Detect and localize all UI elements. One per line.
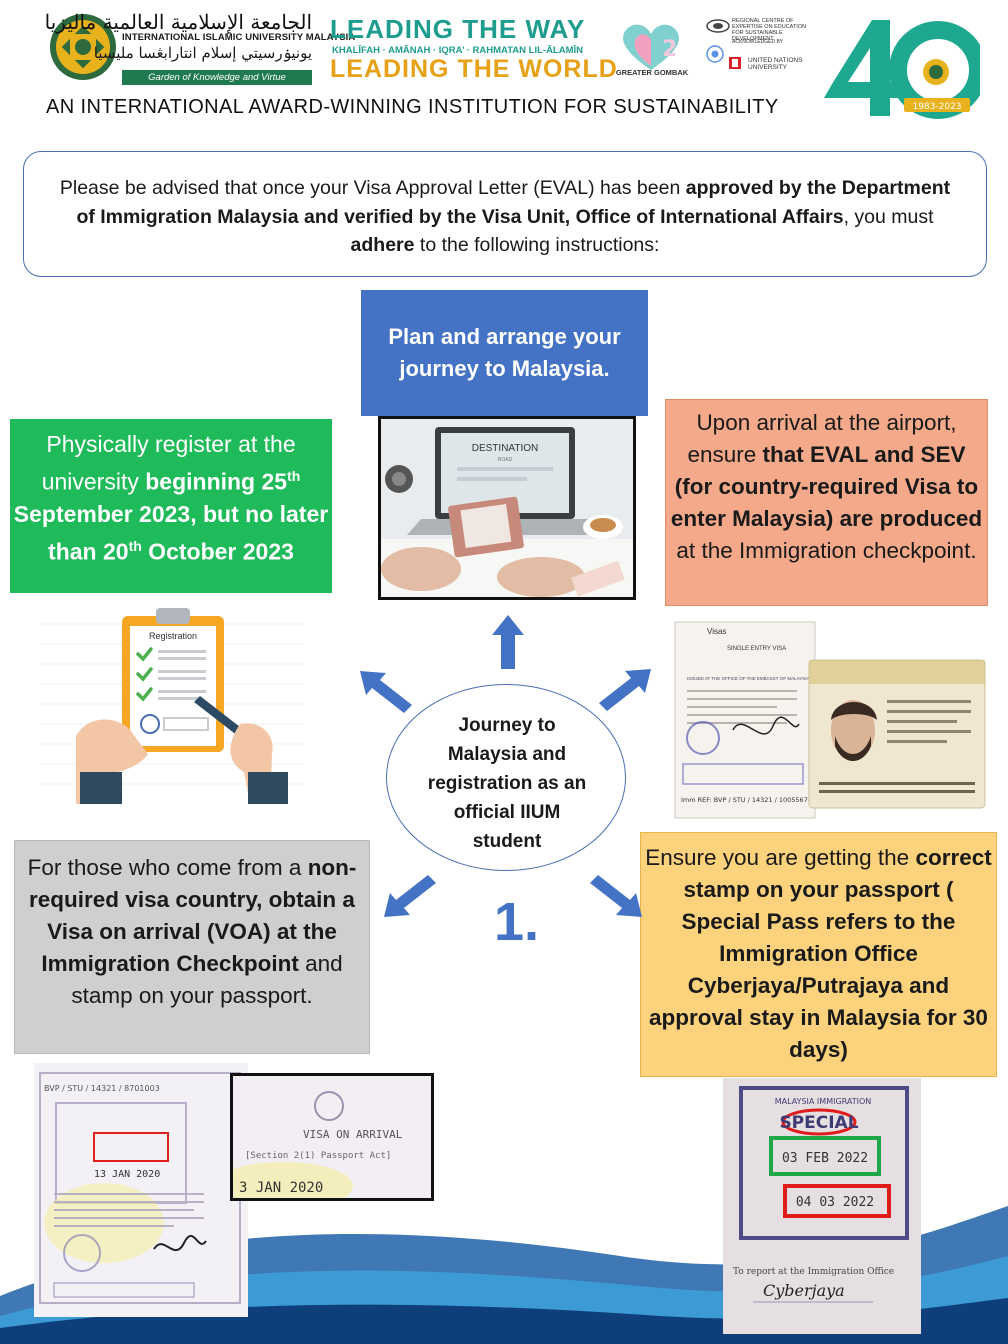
destination-label: DESTINATION xyxy=(472,443,538,454)
step-arrival-box: Upon arrival at the airport, ensure that… xyxy=(665,399,988,606)
voa-ref: BVP / STU / 14321 / 8701003 xyxy=(44,1084,160,1093)
intro-text-3: to the following instructions: xyxy=(414,234,660,256)
stamp-bold: correct stamp on your passport ( Special… xyxy=(649,845,992,1062)
register-bold-1: beginning 25 xyxy=(145,468,288,495)
university-motto: Garden of Knowledge and Virtue xyxy=(122,70,312,85)
greater-gombak-heart-icon: 2 xyxy=(623,24,679,71)
registration-clipboard-illustration: Registration xyxy=(40,604,303,804)
arrival-text-1: Upon arrival at the airport, ensure xyxy=(687,410,957,467)
intro-notice-box: Please be advised that once your Visa Ap… xyxy=(23,151,987,277)
iium-crest-logo xyxy=(50,14,116,80)
registration-label: Registration xyxy=(149,631,197,641)
intro-bold-1: approved by the Department of Immigratio… xyxy=(76,177,951,228)
voa-stamp-photo: BVP / STU / 14321 / 8701003 13 JAN 2020 xyxy=(34,1063,248,1317)
institution-tagline: AN INTERNATIONAL AWARD-WINNING INSTITUTI… xyxy=(46,96,779,118)
voa-text-2: and stamp on your passport. xyxy=(71,951,343,1008)
special-header: MALAYSIA IMMIGRATION xyxy=(775,1097,872,1106)
register-bold-3: October 2023 xyxy=(141,538,294,565)
university-arabic-name: الجامعة الإسلامية العالمية ماليزيا xyxy=(44,10,312,34)
arrow-up-right-icon xyxy=(599,669,651,711)
visa-passport-photo: Visas SINGLE ENTRY VISA ISSUED AT THE OF… xyxy=(673,620,988,820)
register-text: Physically register at the university xyxy=(41,431,296,495)
arrow-up-icon xyxy=(492,615,524,669)
voa-zoom-section: [Section 2(1) Passport Act] xyxy=(245,1151,391,1161)
voa-stamp-zoom: VISA ON ARRIVAL [Section 2(1) Passport A… xyxy=(230,1073,434,1201)
step-register-box: Physically register at the university be… xyxy=(10,419,332,593)
voa-text-1: For those who come from a xyxy=(27,855,308,880)
visa-issuer: ISSUED AT THE OFFICE OF THE EMBASSY OF M… xyxy=(687,676,842,681)
special-date: 03 FEB 2022 xyxy=(782,1151,868,1166)
rce-label: REGIONAL CENTRE OF EXPERTISE ON EDUCATIO… xyxy=(732,18,807,42)
arrow-up-left-icon xyxy=(360,671,412,713)
visa-title: SINGLE ENTRY VISA xyxy=(727,646,786,652)
step-number: 1. xyxy=(494,892,540,952)
slogan-values: KHALĪFAH · AMĀNAH · IQRA’ · RAHMATAN LIL… xyxy=(332,45,584,56)
special-report: To report at the Immigration Office xyxy=(733,1267,894,1277)
center-title: Journey to Malaysia and registration as … xyxy=(427,715,587,852)
slogan-leading-the-world: LEADING THE WORLD xyxy=(330,55,618,83)
anniversary-years: 1983-2023 xyxy=(912,102,961,112)
register-sup-1: th xyxy=(287,468,301,484)
visa-header: Visas xyxy=(707,627,726,636)
university-jawi-name: يونيۏرسيتي إسلام انتارابڠسا مليسيا xyxy=(93,44,312,62)
arrival-text-2: at the Immigration checkpoint. xyxy=(676,538,977,563)
intro-bold-2: adhere xyxy=(350,234,415,256)
special-word: SPECIAL xyxy=(779,1113,858,1133)
unu-icon xyxy=(729,57,741,69)
united-nations-icon xyxy=(706,45,724,63)
acknowledged-by-label: ACKNOWLEDGED BY xyxy=(732,39,784,45)
university-name: INTERNATIONAL ISLAMIC UNIVERSITY MALAYSI… xyxy=(122,32,356,43)
arrival-bold: that EVAL and SEV (for country-required … xyxy=(670,442,983,531)
intro-text-2: , you must xyxy=(843,205,934,228)
step-correct-stamp-box: Ensure you are getting the correct stamp… xyxy=(640,832,997,1077)
special-city: Cyberjaya xyxy=(763,1281,845,1300)
step-plan-text: Plan and arrange your journey to Malaysi… xyxy=(388,324,621,381)
greater-gombak-label: GREATER GOMBAK xyxy=(615,68,689,77)
voa-date: 13 JAN 2020 xyxy=(94,1169,160,1180)
register-sup-2: th xyxy=(128,537,142,554)
voa-bold: non-required visa country, obtain a Visa… xyxy=(29,855,357,976)
rce-icon xyxy=(706,19,730,33)
voa-zoom-title: VISA ON ARRIVAL xyxy=(303,1128,403,1141)
center-circle xyxy=(386,684,626,871)
intro-text-1: Please be advised that once your Visa Ap… xyxy=(59,177,686,199)
arrow-down-left-icon xyxy=(384,875,436,917)
slogan-leading-the-way: LEADING THE WAY xyxy=(330,14,586,44)
register-bold-2: September 2023, but no later than 20 xyxy=(13,500,329,565)
unu-label: UNITED NATIONS UNIVERSITY xyxy=(748,57,803,71)
voa-zoom-date: 3 JAN 2020 xyxy=(239,1180,323,1196)
special-until: 04 03 2022 xyxy=(796,1195,874,1210)
stamp-text-1: Ensure you are getting the xyxy=(645,845,916,870)
visa-ref: Imm REF: BVP / STU / 14321 / 100556780 /… xyxy=(681,796,827,804)
travel-planning-photo: DESTINATION ROAD xyxy=(378,416,636,600)
svg-text:2: 2 xyxy=(662,37,677,62)
step-voa-box: For those who come from a non-required v… xyxy=(14,840,370,1054)
special-pass-stamp-photo: MALAYSIA IMMIGRATION SPECIAL 03 FEB 2022… xyxy=(723,1078,921,1334)
step-plan-journey-box: Plan and arrange your journey to Malaysi… xyxy=(361,290,648,416)
destination-sub: ROAD xyxy=(498,457,513,463)
arrow-down-right-icon xyxy=(590,875,642,917)
40th-anniversary-logo: 1983-2023 xyxy=(824,20,980,119)
